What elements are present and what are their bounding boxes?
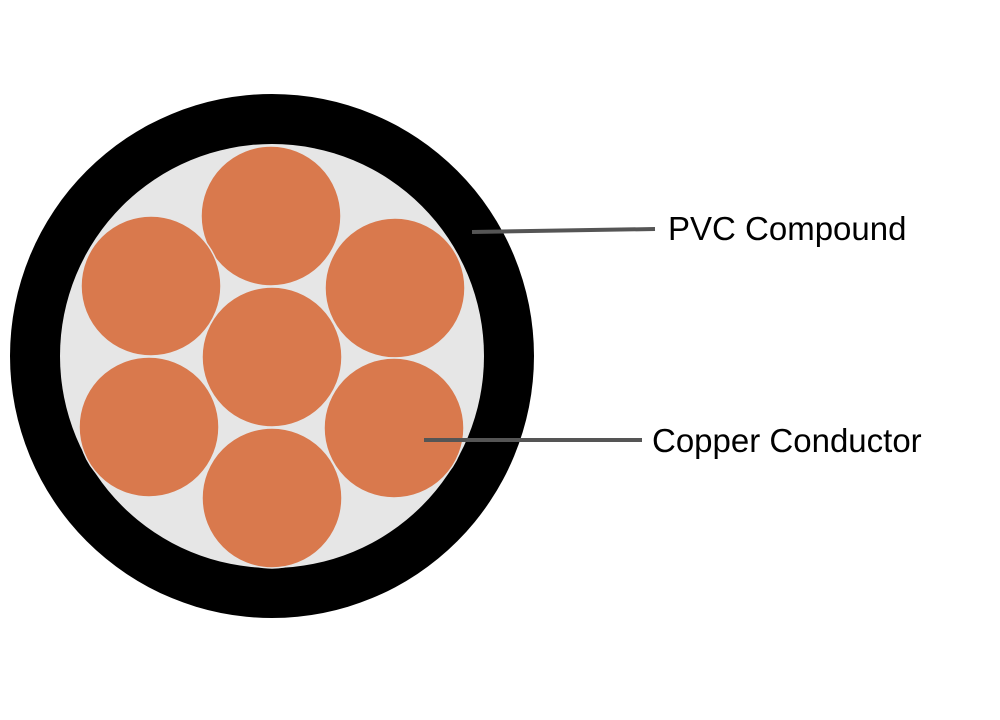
strand-lower-right <box>323 357 465 499</box>
pvc-leader-line <box>471 227 656 234</box>
strand-top <box>200 145 342 287</box>
pvc-compound-label: PVC Compound <box>668 210 906 247</box>
strand-bottom <box>201 427 343 569</box>
strand-upper-left <box>80 215 222 357</box>
conductor-strands <box>78 145 466 569</box>
copper-conductor-label: Copper Conductor <box>652 422 922 459</box>
strand-lower-left <box>78 356 220 498</box>
strand-center <box>201 286 343 428</box>
strand-upper-right <box>324 217 466 359</box>
